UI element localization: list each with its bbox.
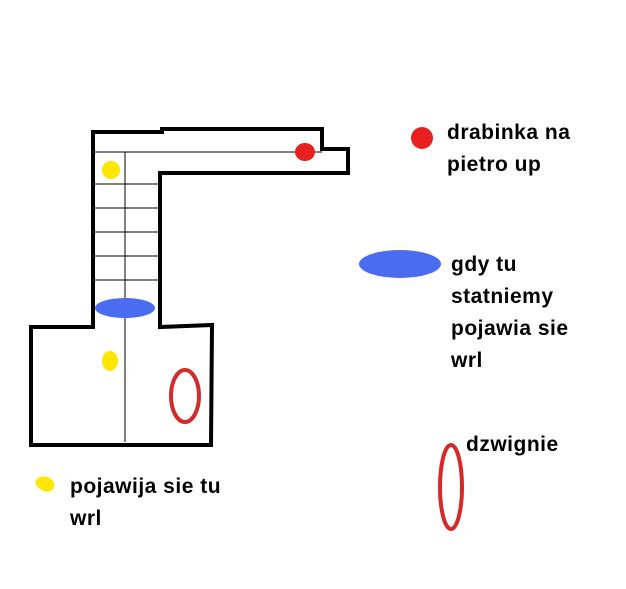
label-line: statniemy	[451, 285, 554, 308]
label-line: wrl	[451, 349, 483, 372]
legend-arrival-label: gdy tu statniemy pojawia sie wrl	[451, 249, 569, 377]
legend-arrival-icon	[359, 250, 441, 278]
legend-levers-icon	[438, 443, 464, 531]
legend-levers-label: dzwignie	[466, 429, 559, 461]
ladder-marker	[295, 143, 315, 161]
legend-ladder-icon	[411, 127, 433, 149]
legend-ladder-label: drabinka na pietro up	[447, 117, 570, 181]
legend-spawn-icon	[35, 476, 55, 492]
legend-spawn-label: pojawija sie tu wrl	[70, 471, 221, 535]
arrival-marker	[95, 298, 155, 318]
label-line: drabinka na	[447, 121, 571, 144]
ladder-rungs	[95, 183, 158, 281]
label-line: wrl	[70, 507, 102, 530]
label-line: gdy tu	[451, 253, 517, 276]
label-line: pietro up	[447, 153, 542, 176]
map-outline	[29, 127, 350, 447]
label-line: dzwignie	[466, 433, 559, 456]
label-line: pojawia sie	[451, 317, 569, 340]
label-line: pojawija sie tu	[70, 475, 222, 498]
spawn-marker-upper	[102, 161, 120, 179]
spawn-marker-lower	[102, 351, 118, 371]
lever-marker	[169, 368, 201, 424]
